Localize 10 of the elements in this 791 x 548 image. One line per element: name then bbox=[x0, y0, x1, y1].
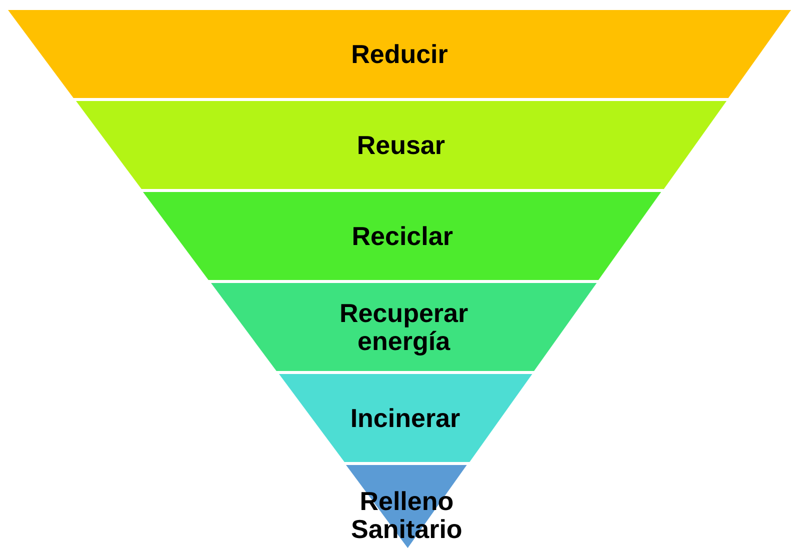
band-label: Reducir bbox=[350, 40, 449, 68]
band-label: Recuperar energía bbox=[338, 299, 470, 355]
pyramid-band bbox=[8, 10, 791, 98]
pyramid-band bbox=[76, 101, 726, 189]
pyramid-band bbox=[278, 374, 532, 462]
band-label: Incinerar bbox=[349, 404, 462, 432]
pyramid-band bbox=[143, 192, 662, 280]
band-label: Reusar bbox=[356, 131, 446, 159]
pyramid-band bbox=[210, 283, 597, 371]
band-label: Reciclar bbox=[350, 222, 454, 250]
